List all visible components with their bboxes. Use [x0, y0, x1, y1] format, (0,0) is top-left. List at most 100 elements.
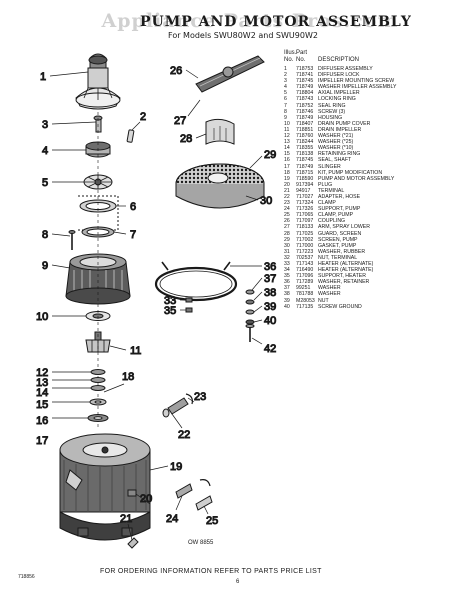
- table-cell-item: 11: [284, 126, 290, 133]
- table-cell-part: 717223: [296, 248, 314, 255]
- table-cell-item: 30: [284, 242, 290, 249]
- table-cell-part: 718133: [296, 224, 314, 231]
- table-cell-item: 1: [284, 66, 287, 72]
- locking-ring-drawing: [78, 195, 119, 231]
- table-cell-item: 28: [284, 230, 290, 237]
- callout-15: 15: [36, 399, 48, 411]
- spray-arm-drawing: [195, 55, 265, 93]
- callout-35: 35: [164, 305, 176, 317]
- table-cell-desc: PLUG: [318, 181, 333, 188]
- table-cell-item: 36: [284, 279, 290, 286]
- table-cell-desc: ADAPTER, HOSE: [318, 193, 361, 200]
- table-cell-part: 717097: [296, 218, 314, 225]
- callout-2: 2: [140, 111, 146, 123]
- table-cell-item: 26: [284, 218, 290, 225]
- table-cell-desc: COUPLING: [318, 218, 346, 225]
- table-cell-part: 718715: [296, 169, 314, 176]
- diagram-code: OW 8855: [188, 540, 214, 546]
- table-row: 26 717097 COUPLING: [284, 218, 462, 224]
- table-cell-item: 23: [284, 200, 290, 207]
- callout-25: 25: [206, 515, 218, 527]
- table-cell-part: 718760: [296, 133, 314, 140]
- table-cell-part: 717025: [296, 230, 314, 237]
- callout-12: 12: [36, 367, 48, 379]
- table-cell-item: 39: [284, 297, 290, 304]
- table-cell-desc: NUT: [318, 297, 329, 304]
- callout-30: 30: [260, 195, 272, 207]
- table-cell-part: 717096: [296, 273, 314, 280]
- callout-40: 40: [264, 315, 276, 327]
- table-cell-part: 781788: [296, 291, 314, 298]
- diffuser-assembly-drawing: [75, 53, 121, 110]
- callout-37: 37: [264, 273, 276, 285]
- callout-20: 20: [140, 493, 152, 505]
- table-cell-item: 3: [284, 78, 287, 85]
- table-cell-desc: DRAIN PUMP COVER: [318, 120, 371, 127]
- table-cell-item: 9: [284, 114, 287, 121]
- table-cell-part: 718745: [296, 78, 314, 85]
- callout-38: 38: [264, 287, 276, 299]
- table-cell-desc: WASHER, RETAINER: [318, 279, 370, 286]
- table-cell-desc: KIT, PUMP MODIFICATION: [318, 169, 383, 176]
- table-cell-item: 25: [284, 212, 290, 219]
- col-part-label: Part: [296, 50, 308, 56]
- table-cell-desc: HEATER (ALTERNATE): [318, 267, 374, 274]
- page-subtitle: For Models SWU80W2 and SWU90W2: [168, 31, 318, 40]
- table-cell-desc: WASHER IMPELLER ASSEMBLY: [318, 84, 397, 91]
- table-cell-part: 717143: [296, 261, 314, 267]
- terminal-drawing: [127, 537, 139, 549]
- callout-leader-lines: [49, 69, 263, 541]
- table-cell-item: 24: [284, 206, 290, 213]
- table-cell-desc: WASHER: [318, 291, 341, 298]
- table-cell-item: 34: [284, 267, 290, 274]
- callout-11: 11: [130, 345, 141, 357]
- pump-screen-drawing: [175, 163, 265, 209]
- table-cell-item: 38: [284, 291, 290, 298]
- table-cell-item: 15: [284, 151, 290, 158]
- hose-adapter-drawing: [162, 393, 193, 418]
- table-cell-part: 718244: [296, 139, 314, 146]
- table-cell-part: 718745: [296, 157, 314, 164]
- pump-support-drawing: [175, 479, 213, 511]
- table-cell-desc: SUPPORT, HEATER: [318, 273, 366, 280]
- table-cell-desc: SUPPORT, PUMP: [318, 206, 361, 213]
- table-cell-part: 718804: [296, 90, 314, 97]
- table-cell-item: 31: [284, 248, 290, 255]
- table-cell-desc: WASHER: [318, 285, 341, 292]
- callout-1: 1: [40, 71, 46, 83]
- table-cell-desc: HOUSING: [318, 114, 343, 121]
- table-cell-desc: GUARD, SCREEN: [318, 230, 362, 237]
- callout-17: 17: [36, 435, 48, 447]
- table-cell-item: 35: [284, 273, 290, 280]
- table-cell-part: 717000: [296, 242, 314, 249]
- callout-26: 26: [170, 65, 182, 77]
- table-cell-item: 16: [284, 157, 290, 164]
- callout-18: 18: [122, 371, 134, 383]
- col-item-label: Illus.: [284, 50, 297, 56]
- table-cell-desc: SEAL, SHAFT: [318, 157, 352, 164]
- callout-22: 22: [178, 429, 190, 441]
- table-cell-desc: SCREEN, PUMP: [318, 236, 358, 243]
- col-part-label-2: No.: [296, 57, 306, 63]
- table-cell-part: 718138: [296, 151, 314, 158]
- table-cell-desc: WASHER (*10): [318, 145, 354, 152]
- table-cell-part: 718741: [296, 72, 314, 79]
- callout-4: 4: [42, 145, 48, 157]
